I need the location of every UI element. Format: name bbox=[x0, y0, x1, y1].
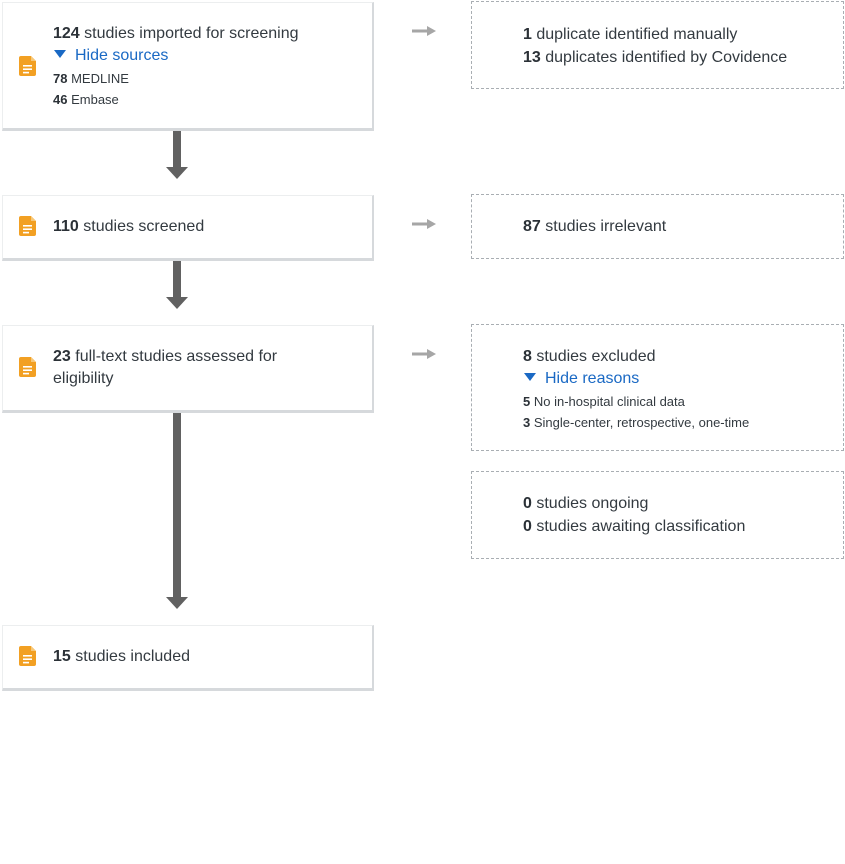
stage-count: 23 bbox=[53, 348, 71, 365]
text: duplicate identified manually bbox=[536, 26, 738, 43]
excluded-line: 8 studies excluded bbox=[523, 345, 835, 368]
stage-included-box: 15 studies included bbox=[2, 625, 374, 691]
arrow-down-icon bbox=[166, 131, 188, 179]
reason-item: 5 No in-hospital clinical data bbox=[523, 391, 835, 412]
reason-count: 5 bbox=[523, 394, 531, 409]
text: studies awaiting classification bbox=[536, 518, 746, 535]
irrelevant-box: 87 studies irrelevant bbox=[471, 194, 844, 259]
stage-text: full-text studies assessed for eligibili… bbox=[53, 348, 278, 387]
arrow-down-icon bbox=[166, 413, 188, 609]
document-icon bbox=[19, 216, 36, 236]
stage-imported-box: 124 studies imported for screening Hide … bbox=[2, 2, 374, 131]
text: duplicates identified by Covidence bbox=[545, 49, 788, 66]
document-icon bbox=[19, 357, 36, 377]
source-name: MEDLINE bbox=[71, 71, 129, 86]
source-count: 46 bbox=[53, 92, 68, 107]
hide-sources-toggle[interactable]: Hide sources bbox=[53, 45, 362, 67]
source-item: 78 MEDLINE bbox=[53, 68, 362, 89]
stage-text: studies imported for screening bbox=[84, 25, 299, 42]
arrow-right-icon bbox=[412, 219, 436, 229]
reason-text: No in-hospital clinical data bbox=[533, 394, 685, 409]
toggle-label: Hide reasons bbox=[545, 370, 640, 387]
stage-text: studies screened bbox=[83, 218, 205, 235]
stage-count: 124 bbox=[53, 25, 80, 42]
text: studies irrelevant bbox=[545, 218, 667, 235]
count: 87 bbox=[523, 218, 541, 235]
irrelevant-line: 87 studies irrelevant bbox=[523, 215, 835, 238]
stage-screened-label: 110 studies screened bbox=[53, 215, 362, 238]
ongoing-box: 0 studies ongoing 0 studies awaiting cla… bbox=[471, 471, 844, 559]
source-count: 78 bbox=[53, 71, 68, 86]
duplicate-line: 1 duplicate identified manually bbox=[523, 23, 835, 46]
count: 8 bbox=[523, 348, 532, 365]
stage-screened-box: 110 studies screened bbox=[2, 195, 374, 261]
text: studies excluded bbox=[536, 348, 656, 365]
excluded-box: 8 studies excluded Hide reasons 5 No in-… bbox=[471, 324, 844, 451]
stage-fulltext-box: 23 full-text studies assessed for eligib… bbox=[2, 325, 374, 413]
stage-count: 15 bbox=[53, 648, 71, 665]
document-icon bbox=[19, 646, 36, 666]
triangle-down-icon bbox=[524, 373, 536, 381]
count: 1 bbox=[523, 26, 532, 43]
reason-count: 3 bbox=[523, 415, 531, 430]
reason-text: Single-center, retrospective, one-time bbox=[533, 415, 750, 430]
stage-text: studies included bbox=[75, 648, 190, 665]
source-name: Embase bbox=[71, 92, 119, 107]
count: 0 bbox=[523, 518, 532, 535]
stage-count: 110 bbox=[53, 218, 79, 235]
duplicates-box: 1 duplicate identified manually 13 dupli… bbox=[471, 1, 844, 89]
reason-item: 3 Single-center, retrospective, one-time bbox=[523, 412, 835, 433]
duplicate-line: 13 duplicates identified by Covidence bbox=[523, 46, 835, 69]
awaiting-line: 0 studies awaiting classification bbox=[523, 515, 835, 538]
source-item: 46 Embase bbox=[53, 89, 362, 110]
document-icon bbox=[19, 56, 36, 76]
stage-imported-label: 124 studies imported for screening bbox=[53, 22, 362, 45]
triangle-down-icon bbox=[54, 50, 66, 58]
count: 13 bbox=[523, 49, 541, 66]
text: studies ongoing bbox=[536, 495, 649, 512]
stage-fulltext-label: 23 full-text studies assessed for eligib… bbox=[53, 346, 332, 390]
arrow-down-icon bbox=[166, 261, 188, 309]
hide-reasons-toggle[interactable]: Hide reasons bbox=[523, 368, 835, 390]
arrow-right-icon bbox=[412, 26, 436, 36]
stage-included-label: 15 studies included bbox=[53, 645, 362, 668]
toggle-label: Hide sources bbox=[75, 47, 169, 64]
arrow-right-icon bbox=[412, 349, 436, 359]
count: 0 bbox=[523, 495, 532, 512]
ongoing-line: 0 studies ongoing bbox=[523, 492, 835, 515]
